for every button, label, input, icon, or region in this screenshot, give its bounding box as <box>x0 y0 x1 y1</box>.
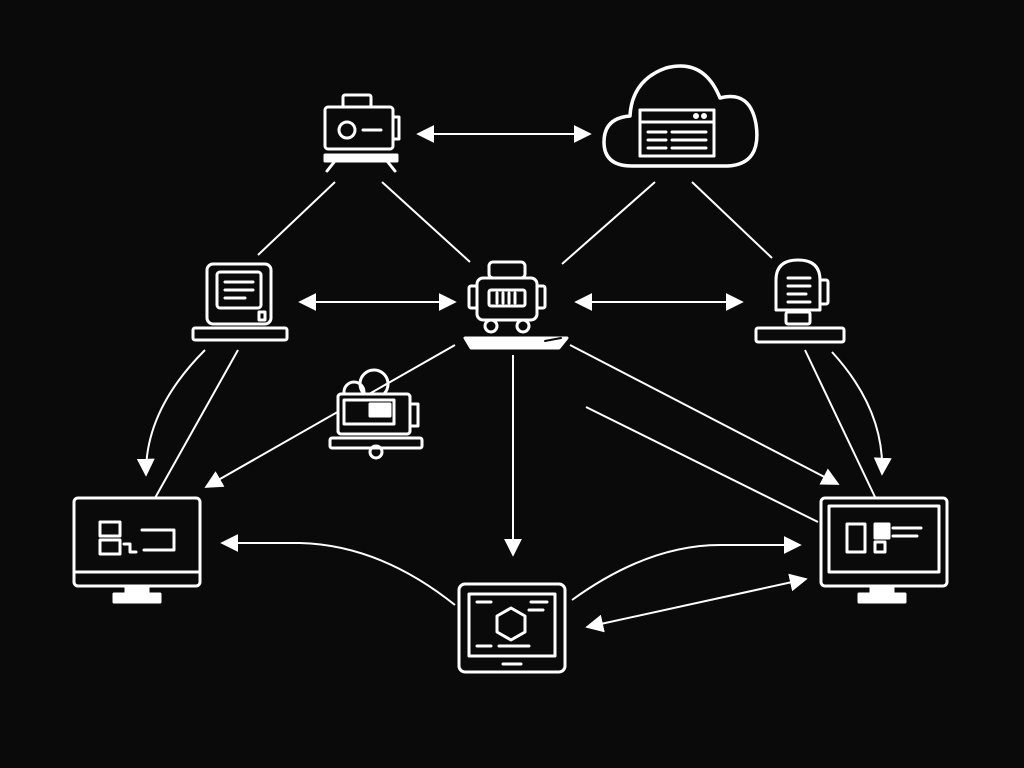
edge-camera-top-device-left <box>257 181 336 256</box>
edge-camera-top-hub <box>381 181 471 263</box>
camera-icon <box>323 93 401 173</box>
edges <box>136 125 892 633</box>
edge-cloud-device-right <box>691 181 773 259</box>
edge-cloud-hub <box>561 181 656 265</box>
edge-hub-monitor-right <box>569 344 840 485</box>
cloud-icon <box>602 64 759 168</box>
edge-hub-monitor-right-secondary <box>585 406 819 523</box>
monitor-icon <box>72 496 202 604</box>
edge-device-right-monitor-right-curve <box>831 351 892 476</box>
edge-hub-monitor-left <box>204 344 456 488</box>
edge-device-right-monitor-right <box>804 349 876 498</box>
device-icon <box>191 262 289 342</box>
robot-icon <box>463 260 569 350</box>
edge-monitor-right-tablet <box>585 573 808 633</box>
camera-icon <box>328 368 424 460</box>
edge-device-left-monitor-left <box>154 349 239 499</box>
monitor-icon <box>819 496 949 604</box>
edge-tablet-monitor-right <box>571 536 802 601</box>
scanner-icon <box>754 258 846 344</box>
edge-tablet-monitor-left <box>220 534 456 606</box>
tablet-icon <box>457 582 567 674</box>
edge-device-left-monitor-left-curve <box>136 349 206 477</box>
